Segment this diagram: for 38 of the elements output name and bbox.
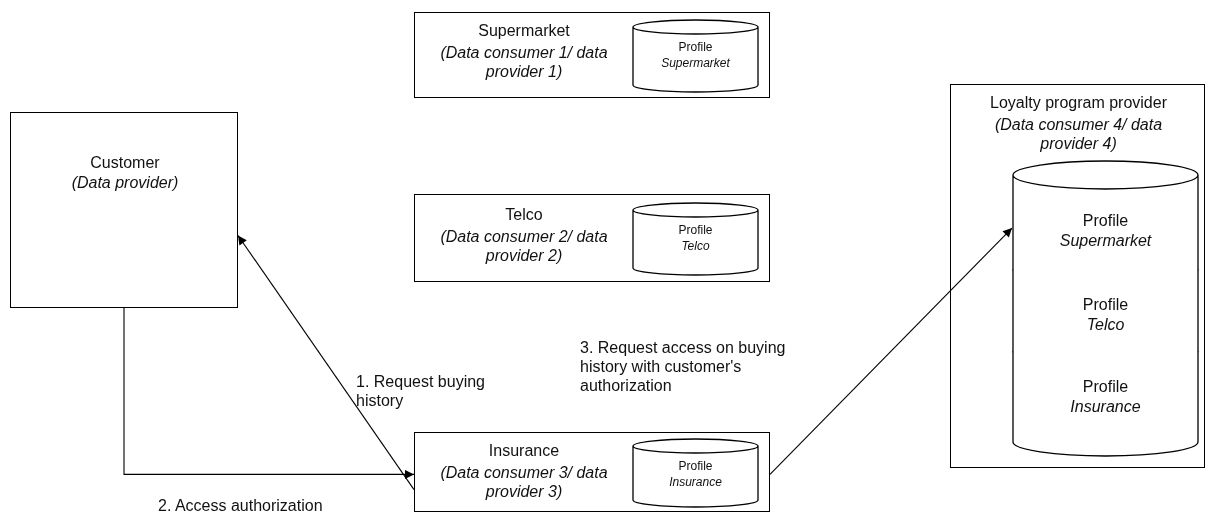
entity-box xyxy=(950,84,1205,468)
profile-label: Profile xyxy=(1081,211,1130,231)
profile-owner: Telco xyxy=(680,239,711,254)
entity-box xyxy=(10,112,238,308)
entity-title: Loyalty program provider xyxy=(989,93,1168,113)
profile-label: Profile xyxy=(1081,295,1130,315)
profile-label: Profile xyxy=(677,223,714,238)
entity-role: (Data provider) xyxy=(70,173,180,193)
profile-label: Profile xyxy=(677,459,714,474)
database-segment xyxy=(1013,351,1198,456)
entity-title: Insurance xyxy=(487,441,561,461)
entity-role: (Data consumer 3/ data provider 3) xyxy=(439,463,609,502)
edge-label: 3. Request access on buying history with customer's authorization xyxy=(580,338,787,396)
entity-box xyxy=(414,432,770,512)
profile-owner: Telco xyxy=(1085,315,1126,335)
profile-label: Profile xyxy=(1081,377,1130,397)
profile-owner: Insurance xyxy=(668,475,723,490)
entity-role: (Data consumer 4/ data provider 4) xyxy=(993,115,1164,154)
arrow xyxy=(769,227,1013,475)
arrow xyxy=(123,307,415,479)
entity-box xyxy=(414,12,770,98)
profile-label: Profile xyxy=(677,40,714,55)
edge-label: 2. Access authorization xyxy=(158,496,324,516)
entity-role: (Data consumer 1/ data provider 1) xyxy=(439,43,609,82)
entity-title: Telco xyxy=(504,205,544,225)
database-cylinder xyxy=(633,439,758,507)
database-segment xyxy=(1013,161,1198,269)
database-cylinder xyxy=(633,20,758,92)
entity-title: Supermarket xyxy=(477,21,571,41)
database-cylinder xyxy=(633,203,758,275)
profile-owner: Supermarket xyxy=(1058,231,1153,251)
edge-label: 1. Request buying history xyxy=(356,372,486,411)
entity-box xyxy=(414,194,770,282)
profile-owner: Insurance xyxy=(1069,397,1142,417)
profile-owner: Supermarket xyxy=(660,56,731,71)
entity-role: (Data consumer 2/ data provider 2) xyxy=(439,227,609,266)
entity-title: Customer xyxy=(89,153,161,173)
arrow xyxy=(237,234,415,491)
